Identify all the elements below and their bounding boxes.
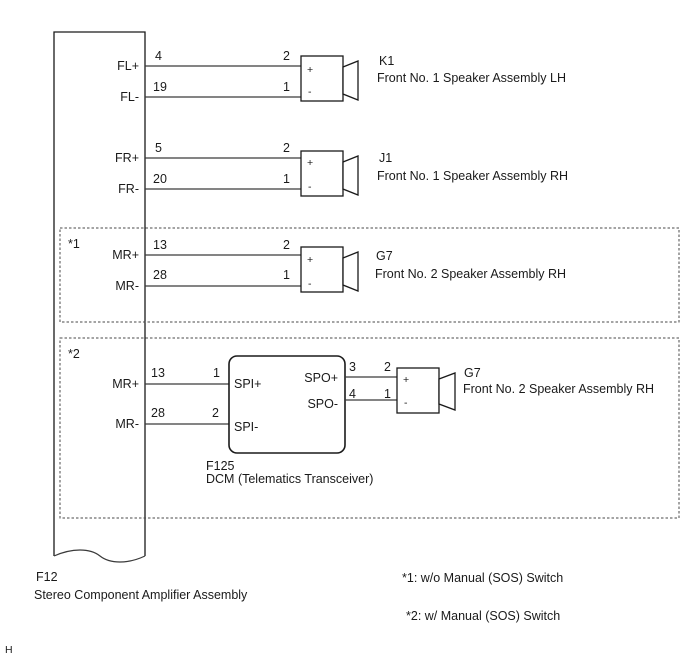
dest-pin-label: 2 xyxy=(283,49,290,63)
dcm-terminal-spo-plus: SPO+ xyxy=(304,371,338,385)
dcm-terminal-spo-minus: SPO- xyxy=(307,397,338,411)
wire-spo-minus: 4 1 xyxy=(345,387,397,401)
dcm-pin-label: 3 xyxy=(349,360,356,374)
amplifier-code: F12 xyxy=(36,570,58,584)
signal-label: MR- xyxy=(115,417,139,431)
speaker-name: Front No. 1 Speaker Assembly LH xyxy=(377,71,566,85)
speaker-plus: + xyxy=(403,374,409,386)
amplifier-assembly xyxy=(53,31,146,563)
speaker-g7-dcm: + - G7 Front No. 2 Speaker Assembly RH xyxy=(396,366,654,414)
dcm-terminal-spi-plus: SPI+ xyxy=(234,377,261,391)
speaker-code: J1 xyxy=(379,151,392,165)
signal-label: MR- xyxy=(115,279,139,293)
speaker-name: Front No. 2 Speaker Assembly RH xyxy=(463,382,654,396)
amp-pin-label: 19 xyxy=(153,80,167,94)
speaker-plus: + xyxy=(307,64,313,76)
dest-pin-label: 1 xyxy=(283,172,290,186)
speaker-j1: + - J1 Front No. 1 Speaker Assembly RH xyxy=(300,150,568,197)
wire-fl-minus: FL- 19 1 xyxy=(120,80,301,104)
amp-pin-label: 28 xyxy=(153,268,167,282)
option-frame-2 xyxy=(59,337,680,519)
wire-fr-minus: FR- 20 1 xyxy=(118,172,301,196)
dest-pin-label: 2 xyxy=(212,406,219,420)
speaker-g7-direct: + - G7 Front No. 2 Speaker Assembly RH xyxy=(300,246,566,293)
speaker-terminal-box xyxy=(300,150,344,197)
speaker-icon xyxy=(342,251,359,292)
dcm-pin-label: 4 xyxy=(349,387,356,401)
speaker-terminal-box xyxy=(396,367,440,414)
speaker-code: K1 xyxy=(379,54,394,68)
signal-label: FR+ xyxy=(115,151,139,165)
speaker-minus: - xyxy=(308,181,312,193)
speaker-terminal-box xyxy=(300,246,344,293)
signal-label: MR+ xyxy=(112,248,139,262)
amp-pin-label: 13 xyxy=(153,238,167,252)
amplifier-name: Stereo Component Amplifier Assembly xyxy=(34,588,248,602)
wire-mr-minus-direct: MR- 28 1 xyxy=(115,268,301,293)
amp-pin-label: 28 xyxy=(151,406,165,420)
dcm-box xyxy=(228,355,346,454)
dest-pin-label: 1 xyxy=(283,268,290,282)
wire-fl-plus: FL+ 4 2 xyxy=(117,49,301,73)
note-1: *1: w/o Manual (SOS) Switch xyxy=(402,571,563,585)
note-2: *2: w/ Manual (SOS) Switch xyxy=(406,609,560,623)
speaker-pin-label: 1 xyxy=(384,387,391,401)
dest-pin-label: 1 xyxy=(213,366,220,380)
speaker-icon xyxy=(438,372,456,411)
amplifier-body xyxy=(53,31,146,556)
wire-fr-plus: FR+ 5 2 xyxy=(115,141,301,165)
option-mark-2: *2 xyxy=(68,347,80,361)
speaker-plus: + xyxy=(307,157,313,169)
speaker-k1: + - K1 Front No. 1 Speaker Assembly LH xyxy=(300,54,566,102)
speaker-code: G7 xyxy=(464,366,481,380)
wire-mr-plus-direct: MR+ 13 2 xyxy=(112,238,301,262)
signal-label: FR- xyxy=(118,182,139,196)
signal-label: MR+ xyxy=(112,377,139,391)
speaker-name: Front No. 2 Speaker Assembly RH xyxy=(375,267,566,281)
amp-pin-label: 20 xyxy=(153,172,167,186)
option-mark-1: *1 xyxy=(68,237,80,251)
speaker-name: Front No. 1 Speaker Assembly RH xyxy=(377,169,568,183)
amp-pin-label: 5 xyxy=(155,141,162,155)
speaker-plus: + xyxy=(307,254,313,266)
dcm-terminal-spi-minus: SPI- xyxy=(234,420,258,434)
speaker-icon xyxy=(342,155,359,196)
dest-pin-label: 1 xyxy=(283,80,290,94)
wire-spo-plus: 3 2 xyxy=(345,360,397,378)
speaker-code: G7 xyxy=(376,249,393,263)
speaker-pin-label: 2 xyxy=(384,360,391,374)
amp-pin-label: 4 xyxy=(155,49,162,63)
wire-mr-plus-dcm: MR+ 13 1 xyxy=(112,366,229,391)
dcm-code: F125 xyxy=(206,459,235,473)
amp-pin-label: 13 xyxy=(151,366,165,380)
dest-pin-label: 2 xyxy=(283,238,290,252)
option-frame-1 xyxy=(59,227,680,323)
dest-pin-label: 2 xyxy=(283,141,290,155)
signal-label: FL+ xyxy=(117,59,139,73)
wire-mr-minus-dcm: MR- 28 2 xyxy=(115,406,229,431)
amplifier-break-line xyxy=(53,549,146,563)
speaker-icon xyxy=(342,60,359,101)
dcm-unit: SPI+ SPI- SPO+ SPO- F125 DCM (Telematics… xyxy=(206,355,373,486)
corner-mark: H xyxy=(5,644,13,656)
speaker-minus: - xyxy=(308,278,312,290)
speaker-minus: - xyxy=(404,397,408,409)
dcm-name: DCM (Telematics Transceiver) xyxy=(206,472,373,486)
signal-label: FL- xyxy=(120,90,139,104)
speaker-minus: - xyxy=(308,86,312,98)
